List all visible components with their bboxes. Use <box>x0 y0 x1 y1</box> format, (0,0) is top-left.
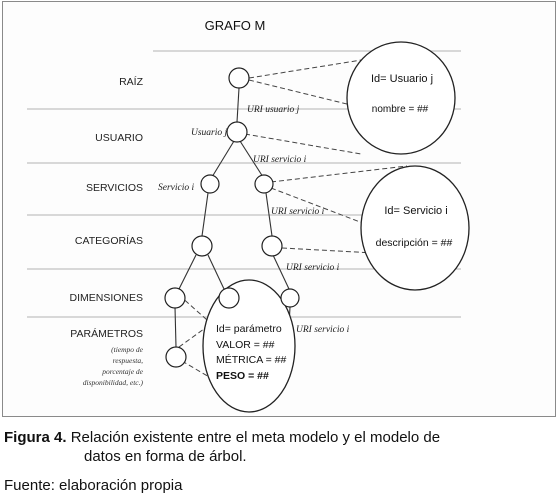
node-dimension-3 <box>280 288 300 308</box>
tree-nodes <box>164 67 300 368</box>
parametros-note-3: porcentaje de <box>101 367 143 376</box>
node-dimension-2 <box>218 287 240 309</box>
level-label-categorias: CATEGORÍAS <box>75 234 143 247</box>
parametros-note-2: respuesta, <box>113 356 143 365</box>
node-categoria-right <box>261 235 283 257</box>
tree-diagram: GRAFO M RAÍZ USUARIO SERVICIOS CATEGORÍA… <box>27 18 470 413</box>
figure-source: Fuente: elaboración propia <box>4 477 183 494</box>
bubble-usuario-nombre: nombre = ## <box>372 104 429 115</box>
node-label-usuario: Usuario j <box>191 128 228 138</box>
level-label-usuario: USUARIO <box>95 132 143 144</box>
caption-text-line2: datos en forma de árbol. <box>84 448 247 465</box>
bubble-parametro-peso: PESO = ## <box>216 370 269 382</box>
node-raiz <box>228 67 250 89</box>
level-label-raiz: RAÍZ <box>119 75 144 88</box>
node-parametro-1 <box>165 346 187 368</box>
bubble-parametro-metrica: MÉTRICA = ## <box>216 353 286 366</box>
edge-label-uri-servicio-3: URI servicio i <box>286 263 340 273</box>
node-servicio-left <box>200 174 220 194</box>
parametros-note-1: (tiempo de <box>111 345 144 354</box>
bubble-parametro: Id= parámetro VALOR = ## MÉTRICA = ## PE… <box>202 279 296 413</box>
level-label-dimensiones: DIMENSIONES <box>69 292 143 304</box>
figure-caption: Figura 4. Relación existente entre el me… <box>4 428 556 466</box>
level-label-parametros: PARÁMETROS <box>70 327 143 340</box>
node-dimension-1 <box>164 287 186 309</box>
edge-label-uri-servicio-4: URI servicio i <box>296 325 350 335</box>
node-categoria-left <box>191 235 213 257</box>
bubble-usuario-id: Id= Usuario j <box>371 73 433 85</box>
node-label-servicio: Servicio i <box>158 183 195 193</box>
bubble-usuario: Id= Usuario j nombre = ## <box>346 41 456 155</box>
edge-label-uri-servicio-2: URI servicio i <box>271 207 325 217</box>
node-usuario <box>226 121 248 143</box>
edge-label-uri-servicio-1: URI servicio i <box>253 155 307 165</box>
edge-label-uri-usuario: URI usuario j <box>247 105 300 115</box>
bubble-parametro-valor: VALOR = ## <box>216 339 275 351</box>
level-label-servicios: SERVICIOS <box>86 182 143 194</box>
caption-label: Figura 4. <box>4 429 67 446</box>
figure-frame: GRAFO M RAÍZ USUARIO SERVICIOS CATEGORÍA… <box>2 1 556 417</box>
caption-text-line1: Relación existente entre el meta modelo … <box>70 429 441 446</box>
parametros-note-4: disponibilidad, etc.) <box>83 378 144 387</box>
bubble-servicio-descripcion: descripción = ## <box>376 237 453 249</box>
diagram-title: GRAFO M <box>205 18 266 33</box>
bubble-servicio: Id= Servicio i descripción = ## <box>360 165 470 291</box>
node-servicio-right <box>254 174 274 194</box>
bubble-parametro-id: Id= parámetro <box>216 323 282 335</box>
bubble-servicio-id: Id= Servicio i <box>384 205 447 217</box>
